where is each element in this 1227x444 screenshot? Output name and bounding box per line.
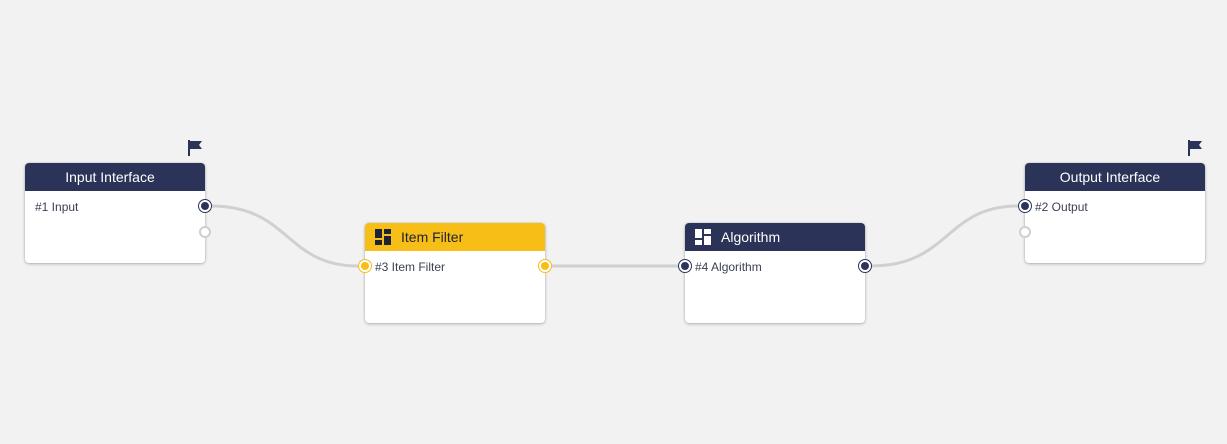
node-header[interactable]: Output Interface	[1025, 163, 1205, 191]
node-header[interactable]: Item Filter	[365, 223, 545, 251]
grid-layout-icon	[375, 229, 391, 245]
input-port[interactable]	[359, 260, 371, 272]
node-label: #3 Item Filter	[375, 260, 446, 274]
node-output-interface[interactable]: Output Interface #2 Output	[1019, 163, 1205, 263]
node-label: #1 Input	[35, 200, 79, 214]
node-label: #2 Output	[1035, 200, 1088, 214]
node-title: Output Interface	[1059, 169, 1161, 185]
node-algorithm[interactable]: Algorithm #4 Algorithm	[679, 223, 871, 323]
node-title: Input Interface	[65, 169, 155, 185]
node-title: Item Filter	[401, 229, 464, 245]
node-title: Algorithm	[721, 229, 781, 245]
grid-layout-icon	[695, 229, 711, 245]
node-label: #4 Algorithm	[695, 260, 762, 274]
input-port[interactable]	[679, 260, 691, 272]
flag-icon[interactable]	[1187, 140, 1203, 156]
output-port[interactable]	[199, 200, 211, 212]
node-input-interface[interactable]: Input Interface #1 Input	[25, 163, 211, 263]
node-header[interactable]: Algorithm	[685, 223, 865, 251]
output-port-empty[interactable]	[199, 226, 211, 238]
node-item-filter[interactable]: Item Filter #3 Item Filter	[359, 223, 551, 323]
edge-algorithm-to-output[interactable]	[870, 204, 1019, 268]
flag-icon[interactable]	[187, 140, 203, 156]
output-port[interactable]	[539, 260, 551, 272]
node-header[interactable]: Input Interface	[25, 163, 205, 191]
output-port[interactable]	[859, 260, 871, 272]
input-port[interactable]	[1019, 200, 1031, 212]
edge-input-to-item-filter[interactable]	[210, 204, 359, 268]
input-port-empty[interactable]	[1019, 226, 1031, 238]
